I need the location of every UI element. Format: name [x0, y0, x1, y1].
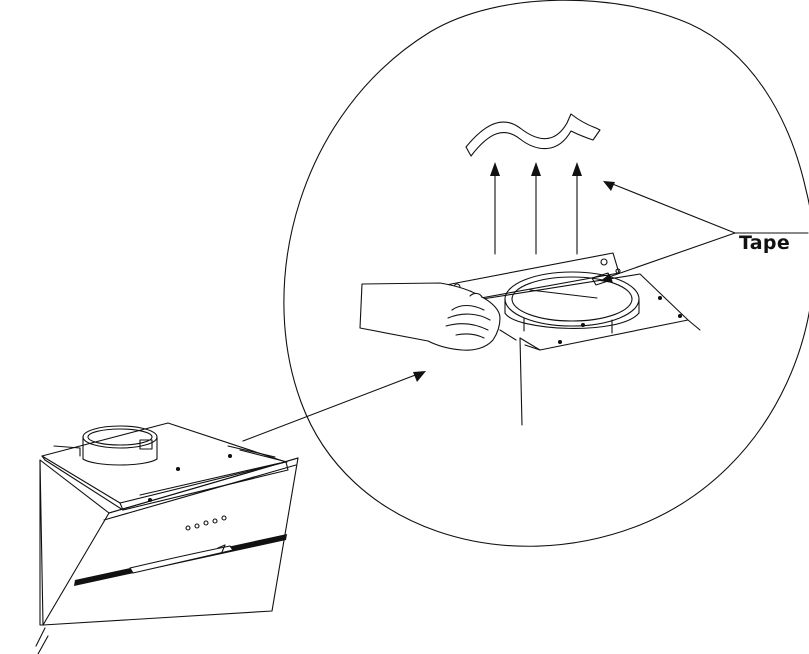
tape-callout-label: Tape: [739, 232, 791, 254]
hood-button-1: [186, 526, 190, 530]
detail-magnifier: [284, 0, 809, 546]
hood-button-2: [195, 524, 199, 528]
zoom-connector-arrow: [243, 371, 426, 441]
hood-top-plate: [476, 274, 688, 350]
range-hood-icon: [36, 423, 298, 654]
duct-flange-detail: [446, 253, 700, 425]
hand-icon: [360, 283, 500, 350]
tape-strip-icon: [466, 114, 600, 156]
hood-button-4: [213, 519, 217, 523]
hood-button-5: [222, 516, 226, 520]
duct-ring-icon: [505, 272, 639, 326]
pull-arrows-icon: [490, 162, 582, 254]
hood-button-3: [204, 521, 208, 525]
hood-side-edge: [520, 338, 522, 425]
magnifier-circle: [284, 0, 809, 546]
hood-top-box: [42, 423, 286, 503]
